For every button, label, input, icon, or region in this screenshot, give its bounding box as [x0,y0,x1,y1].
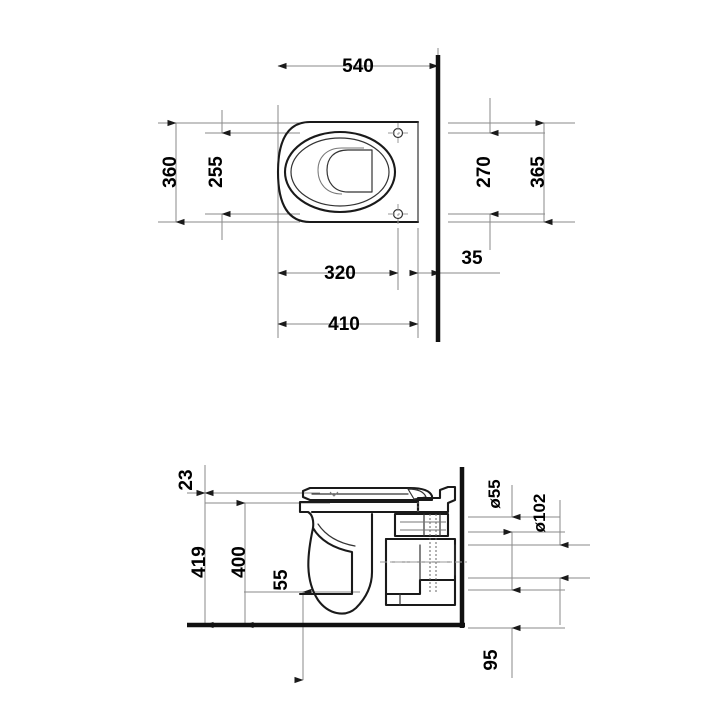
dimension-23: 23 [176,465,214,497]
side-view-group: 23 419 400 55 ø55 ø102 [176,465,590,684]
dimension-95-label: 95 [481,649,502,671]
dimension-55: 55 [271,569,312,684]
dimension-410: 410 [277,314,419,335]
dimension-400: 400 [229,499,254,629]
toilet-plan-outline [276,120,420,224]
dimension-55-label: 55 [271,569,292,591]
dimension-diameter-102-label: ø102 [530,494,549,533]
toilet-rear-section [380,485,470,607]
dimension-95: 95 [481,624,521,678]
dimension-360: 360 [160,119,185,226]
toilet-seat-assembly [301,486,434,502]
dimension-400-label: 400 [229,546,250,578]
mounting-hole-lower [388,204,408,224]
dimension-23-label: 23 [176,469,197,490]
dimension-419-label: 419 [189,546,210,578]
dimension-540: 540 [277,56,439,77]
dimension-365: 365 [528,119,553,226]
dimension-419: 419 [189,489,214,629]
dimension-270: 270 [474,98,499,250]
dimension-35-label: 35 [461,248,483,269]
toilet-plan-trap-detail [317,147,373,195]
dimension-320-label: 320 [324,263,356,284]
dimension-540-label: 540 [342,56,374,77]
mounting-hole-upper [388,123,408,143]
dimension-35: 35 [431,248,500,277]
top-view-group: 540 360 255 270 365 320 [158,48,575,342]
dimension-255: 255 [206,110,231,240]
toilet-plan-rim [283,130,397,214]
dimension-diameter-55-label: ø55 [485,479,504,508]
dimension-365-label: 365 [528,156,549,188]
dimension-360-label: 360 [160,156,181,188]
dimension-diameter-55: ø55 [485,479,521,594]
dimension-diameter-102: ø102 [530,494,569,625]
dimension-410-label: 410 [328,314,360,335]
dimension-270-label: 270 [474,156,495,188]
dimension-255-label: 255 [206,156,227,188]
